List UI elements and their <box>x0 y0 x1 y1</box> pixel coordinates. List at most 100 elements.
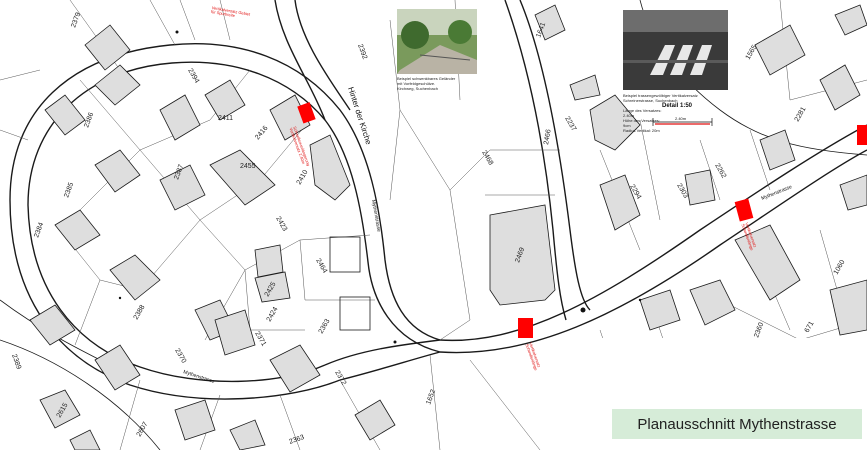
loop-road-inner <box>27 61 441 353</box>
building <box>44 94 86 136</box>
parcel-number: 2388 <box>133 304 147 321</box>
building <box>254 244 284 278</box>
speed-bump <box>518 318 533 338</box>
bottom-left-road <box>0 339 161 450</box>
building <box>54 209 101 251</box>
photo2-caption: Beispiel trassengewölbiger Vertikalversa… <box>623 93 698 103</box>
lower-street-a <box>339 351 441 381</box>
building <box>684 169 716 206</box>
upper-right-road-a <box>519 0 591 311</box>
parcel-number: 2411 <box>218 115 233 122</box>
building <box>84 24 131 71</box>
building <box>29 304 76 346</box>
loop-road-lower-outer <box>9 199 341 400</box>
building <box>229 419 266 450</box>
photo1-caption: Beispiel schwenkbares Geländer mit Vorfe… <box>397 76 456 91</box>
parcel-number: 2466 <box>543 129 553 146</box>
buildings <box>29 4 867 450</box>
parcel-number: 2387 <box>173 164 185 181</box>
north-road-a <box>294 0 351 111</box>
street-label-mythenstrasse-upper: Mythenstrasse <box>370 199 382 232</box>
building <box>754 24 806 76</box>
parcel-number: 2389 <box>10 353 22 370</box>
parcel-number: 1652 <box>425 389 437 406</box>
parcel-number: 2360 <box>753 322 765 339</box>
street-label-hinter-der-kirche: Hinter der Kirche <box>346 86 373 146</box>
north-road-b <box>274 0 326 121</box>
detail-dimension-label: 2.40m <box>675 116 687 121</box>
parcel-number: 2384 <box>33 222 45 239</box>
loop-road-outer <box>9 43 441 341</box>
upper-right-road-b <box>504 0 567 321</box>
building <box>834 4 867 36</box>
plot-rect <box>339 296 371 331</box>
parcel-number: 2262 <box>713 163 727 180</box>
parcel-number: 2394 <box>186 68 200 85</box>
building <box>214 309 256 356</box>
building <box>109 254 161 301</box>
parcel-number: 2410 <box>296 169 310 186</box>
parcel-number: 2237 <box>563 116 577 133</box>
parcel-number: 671 <box>804 320 816 334</box>
building <box>159 164 206 211</box>
parcel-number: 2392 <box>356 43 368 60</box>
building <box>94 64 141 106</box>
building <box>639 289 681 331</box>
loop-road-lower-inner <box>27 204 326 383</box>
parcel-number: 1641 <box>535 22 547 39</box>
street-label-mythenstrasse-lower: Mythenstrasse <box>182 369 215 385</box>
building <box>734 224 801 301</box>
mythenstrasse-outer-a <box>439 124 867 342</box>
parcel-number: 2424 <box>266 306 280 323</box>
building <box>689 279 736 326</box>
building <box>269 344 321 393</box>
plan-title: Planausschnitt Mythenstrasse <box>612 409 862 439</box>
building <box>819 64 861 111</box>
building <box>489 204 556 306</box>
speed-bumps <box>297 102 867 338</box>
mythenstrasse-outer-b <box>439 149 867 354</box>
building <box>69 429 101 450</box>
parcel-number: 1060 <box>833 259 847 276</box>
plots <box>329 236 371 331</box>
speed-bump <box>734 198 754 222</box>
building <box>204 79 246 121</box>
building <box>94 149 141 193</box>
speed-bump <box>297 102 316 124</box>
detail-lines: Länge des Versatzes: 2.40m Höhe des Vers… <box>623 108 662 133</box>
building <box>174 399 216 441</box>
detail-dimension <box>652 118 713 126</box>
parcel-number: 2385 <box>63 182 75 199</box>
building <box>759 129 796 171</box>
building <box>209 149 276 206</box>
parcel-number: 2423 <box>274 216 288 233</box>
survey-points <box>118 30 642 344</box>
building <box>829 279 867 336</box>
building <box>599 174 641 231</box>
parcel-number: 2363 <box>288 434 305 446</box>
parcel-number: 2386 <box>83 112 95 129</box>
photo-example-railing <box>397 9 477 74</box>
building <box>309 134 351 201</box>
building <box>354 399 396 441</box>
building <box>839 174 867 211</box>
building <box>94 344 141 391</box>
building <box>254 271 291 303</box>
parcel-number: 2455 <box>240 163 256 170</box>
speed-bump <box>857 125 867 145</box>
building <box>569 74 601 101</box>
parcel-number: 2468 <box>480 150 494 167</box>
photo-example-speed-bump <box>623 10 728 90</box>
building <box>39 389 81 429</box>
parcel-number: 2281 <box>794 106 808 123</box>
building <box>534 4 566 41</box>
building <box>159 94 201 141</box>
parcel-number: 2372 <box>333 370 347 387</box>
parcel-number: 2469 <box>514 247 526 264</box>
parcel-number: 2464 <box>314 258 328 275</box>
detail-title: Detail 1:50 <box>662 103 693 109</box>
parcel-number: 1565 <box>745 44 759 61</box>
building <box>589 94 641 151</box>
